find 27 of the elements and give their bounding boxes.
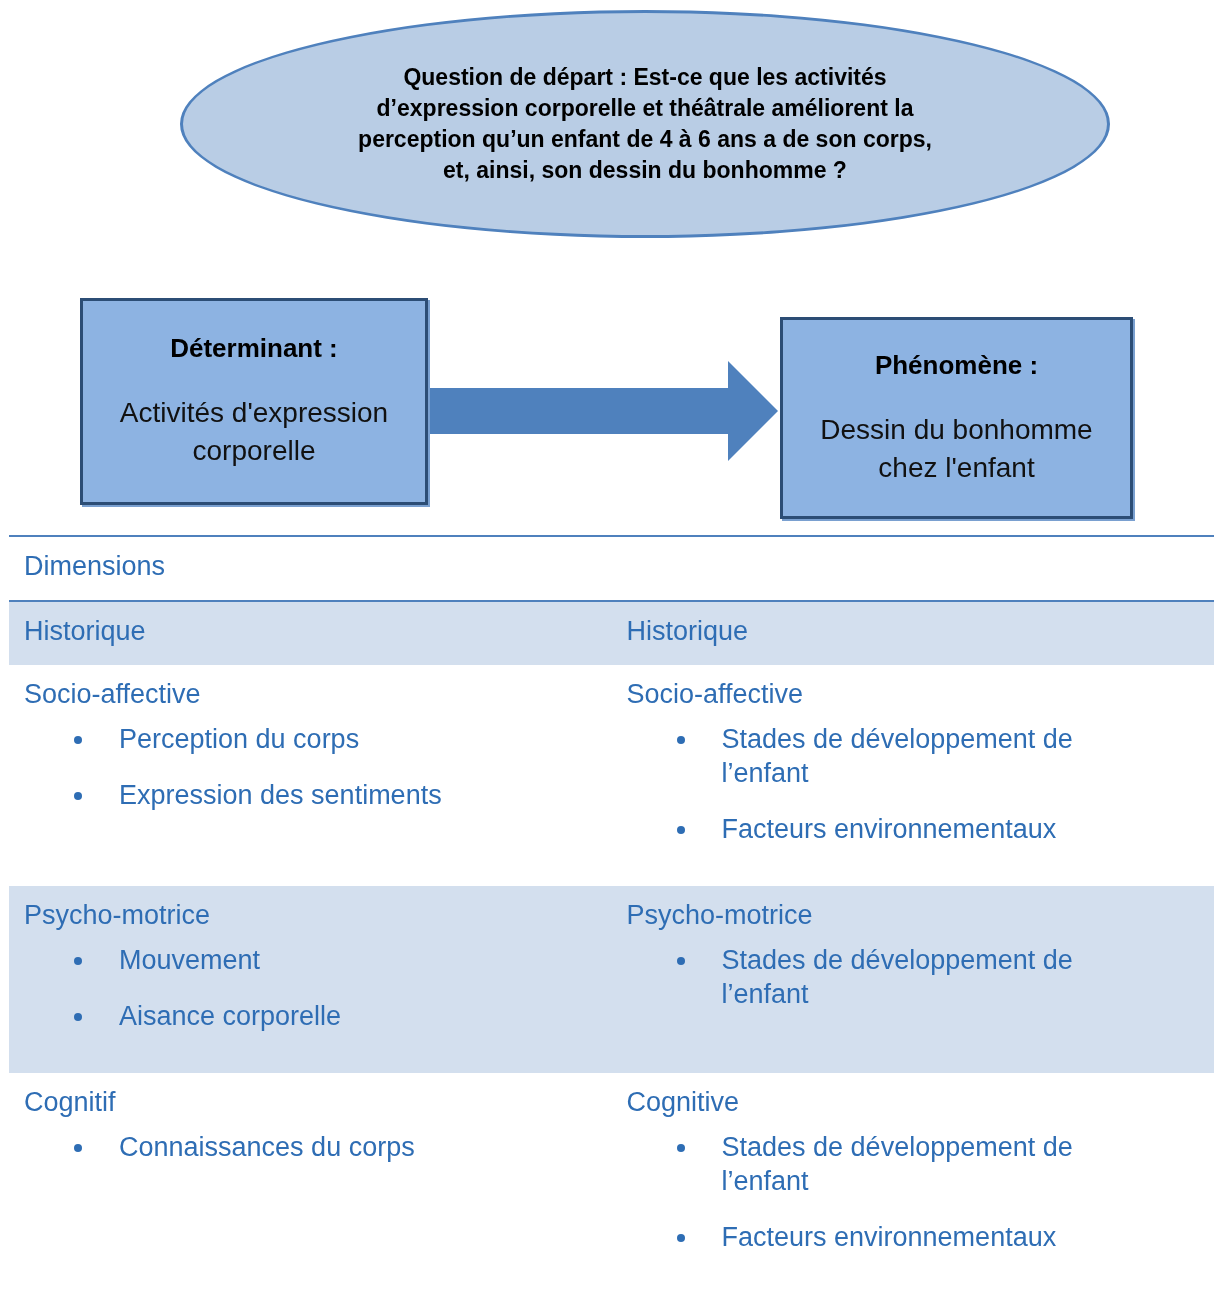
bullet-item: Connaissances du corps [119, 1132, 415, 1162]
bullet-item: Stades de développement de l’enfant [721, 724, 1073, 788]
box-heading: Déterminant : [170, 333, 338, 364]
question-text: Question de départ : Est-ce que les activités d’expression corporelle et théâtrale améliorent la perception qu’un enfant de 4 à 6 ans a de son corps, et, ainsi, son dessin du bonhomme ? [357, 63, 933, 185]
bullet-item: Expression des sentiments [119, 780, 442, 810]
bullet-item: Perception du corps [119, 724, 360, 754]
bullet-item: Facteurs environnementaux [721, 1222, 1057, 1252]
box-heading: Phénomène : [874, 349, 1039, 381]
dimension-heading: Historique [24, 616, 146, 647]
bullet-item: Mouvement [119, 945, 261, 975]
concept-box [80, 298, 428, 505]
bullet-item: Stades de développement de l’enfant [721, 945, 1073, 1009]
dimension-heading: Cognitif [24, 1087, 116, 1118]
box-text: Activités d'expression corporelle [118, 396, 390, 468]
dimension-heading: Historique [626, 616, 749, 647]
dimension-heading: Socio-affective [626, 679, 804, 710]
dimension-heading: Psycho-motrice [626, 900, 813, 931]
box-text: Dessin du bonhomme chez l'enfant [819, 412, 1094, 485]
bullet-item: Facteurs environnementaux [721, 814, 1057, 844]
bullet-item: Aisance corporelle [119, 1001, 342, 1031]
dimension-heading: Dimensions [24, 551, 166, 582]
dimension-heading: Socio-affective [24, 679, 201, 710]
concept-box [780, 317, 1133, 519]
dimension-heading: Cognitive [626, 1087, 740, 1118]
block-arrow [430, 361, 778, 461]
bullet-item: Stades de développement de l’enfant [721, 1132, 1073, 1196]
dimension-heading: Psycho-motrice [24, 900, 211, 931]
